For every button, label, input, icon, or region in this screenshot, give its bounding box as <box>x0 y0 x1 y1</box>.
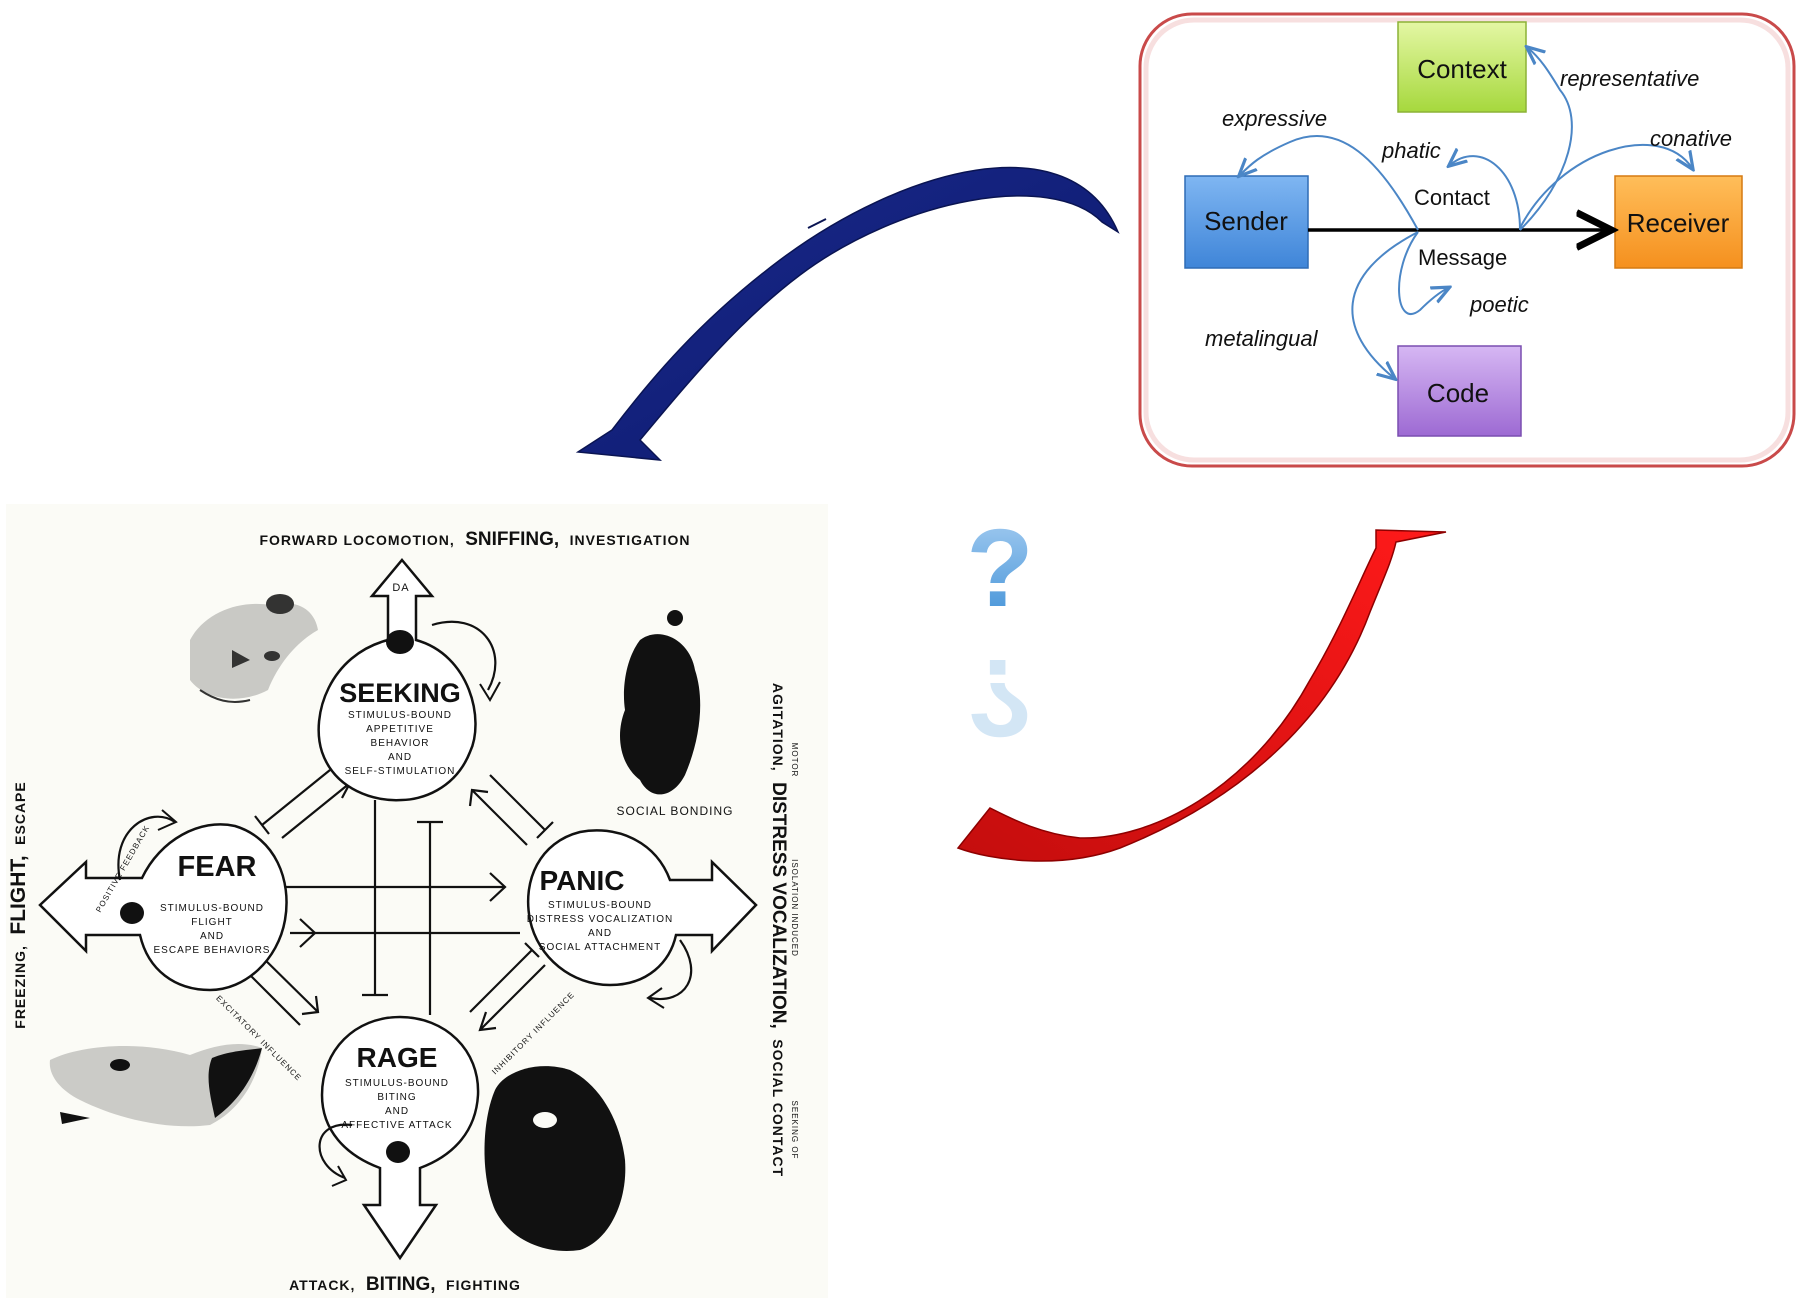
social-bonding-label: SOCIAL BONDING <box>617 804 734 818</box>
question-mark-reflection: ? <box>966 636 1033 759</box>
message-label: Message <box>1418 245 1507 270</box>
panic-system: PANIC STIMULUS-BOUND DISTRESS VOCALIZATI… <box>527 829 758 1009</box>
panic-title: PANIC <box>539 865 624 896</box>
sender-label: Sender <box>1204 206 1288 236</box>
representative-arrow <box>1519 48 1573 231</box>
left-behavior-label: FREEZING, FLIGHT, ESCAPE <box>7 781 30 1028</box>
representative-label: representative <box>1560 66 1699 91</box>
metalingual-arrow <box>1351 231 1419 378</box>
seeking-of-small-label: SEEKING OF <box>790 1101 799 1160</box>
rage-line-1: STIMULUS-BOUND <box>345 1078 449 1089</box>
gorilla-illustration <box>484 1066 626 1251</box>
rage-system: RAGE STIMULUS-BOUND BITING AND AFFECTIVE… <box>318 1015 480 1261</box>
sender-box: Sender <box>1184 175 1309 269</box>
conative-label: conative <box>1650 126 1732 151</box>
phatic-label: phatic <box>1381 138 1441 163</box>
question-mark: ? ? <box>966 507 1033 759</box>
panic-line-2: DISTRESS VOCALIZATION <box>527 914 673 925</box>
seeking-line-1: STIMULUS-BOUND <box>348 710 452 721</box>
seeking-system: DA SEEKING STIMULUS-BOUND APPETITIVE BEH… <box>317 558 501 802</box>
monkey-illustration <box>620 610 701 795</box>
red-curved-arrow <box>956 529 1447 862</box>
code-label: Code <box>1427 378 1489 408</box>
expressive-label: expressive <box>1222 106 1327 131</box>
bottom-behavior-label: ATTACK, BITING, FIGHTING <box>289 1274 521 1295</box>
question-mark-glyph: ? <box>966 507 1033 630</box>
rage-line-3: AND <box>385 1106 409 1117</box>
seeking-line-5: SELF-STIMULATION <box>345 766 456 777</box>
seeking-line-3: BEHAVIOR <box>371 738 430 749</box>
receiver-box: Receiver <box>1614 175 1743 269</box>
rage-line-2: BITING <box>377 1092 416 1103</box>
brain-icons <box>120 630 414 1163</box>
fear-line-3: AND <box>200 931 224 942</box>
top-behavior-label: FORWARD LOCOMOTION, SNIFFING, INVESTIGAT… <box>259 529 690 550</box>
fear-title: FEAR <box>178 851 257 883</box>
right-behavior-label: AGITATION, DISTRESS VOCALIZATION, SOCIAL… <box>768 683 789 1177</box>
rage-line-4: AFFECTIVE ATTACK <box>341 1120 452 1131</box>
panksepp-diagram: FORWARD LOCOMOTION, SNIFFING, INVESTIGAT… <box>6 504 828 1298</box>
fear-line-2: FLIGHT <box>191 917 233 928</box>
seeking-line-4: AND <box>388 752 412 763</box>
panic-line-4: SOCIAL ATTACHMENT <box>539 942 661 953</box>
jakobson-frame <box>1138 12 1796 468</box>
fear-line-1: STIMULUS-BOUND <box>160 903 264 914</box>
poetic-arrow <box>1398 231 1448 315</box>
isolation-small-label: ISOLATION INDUCED <box>790 859 799 957</box>
panic-line-3: AND <box>588 928 612 939</box>
receiver-label: Receiver <box>1627 208 1730 238</box>
motor-small-label: MOTOR <box>790 743 799 778</box>
poetic-label: poetic <box>1469 292 1529 317</box>
expressive-arrow <box>1240 135 1419 231</box>
context-box: Context <box>1397 21 1527 113</box>
conative-arrow <box>1519 143 1692 229</box>
blue-curved-arrow <box>575 166 1120 461</box>
seeking-line-2: APPETITIVE <box>366 724 434 735</box>
da-label: DA <box>392 582 409 594</box>
phatic-arrow <box>1450 156 1521 231</box>
context-label: Context <box>1417 54 1507 84</box>
contact-label: Contact <box>1414 185 1490 210</box>
metalingual-label: metalingual <box>1205 326 1319 351</box>
code-box: Code <box>1397 345 1522 437</box>
fear-line-4: ESCAPE BEHAVIORS <box>154 945 271 956</box>
rage-title: RAGE <box>357 1042 438 1073</box>
cat-illustration <box>190 594 318 703</box>
rat-illustration <box>49 1044 262 1127</box>
jakobson-model: Context Sender Receiver Code representat… <box>1138 12 1796 468</box>
panic-line-1: STIMULUS-BOUND <box>548 900 652 911</box>
seeking-title: SEEKING <box>339 678 461 708</box>
